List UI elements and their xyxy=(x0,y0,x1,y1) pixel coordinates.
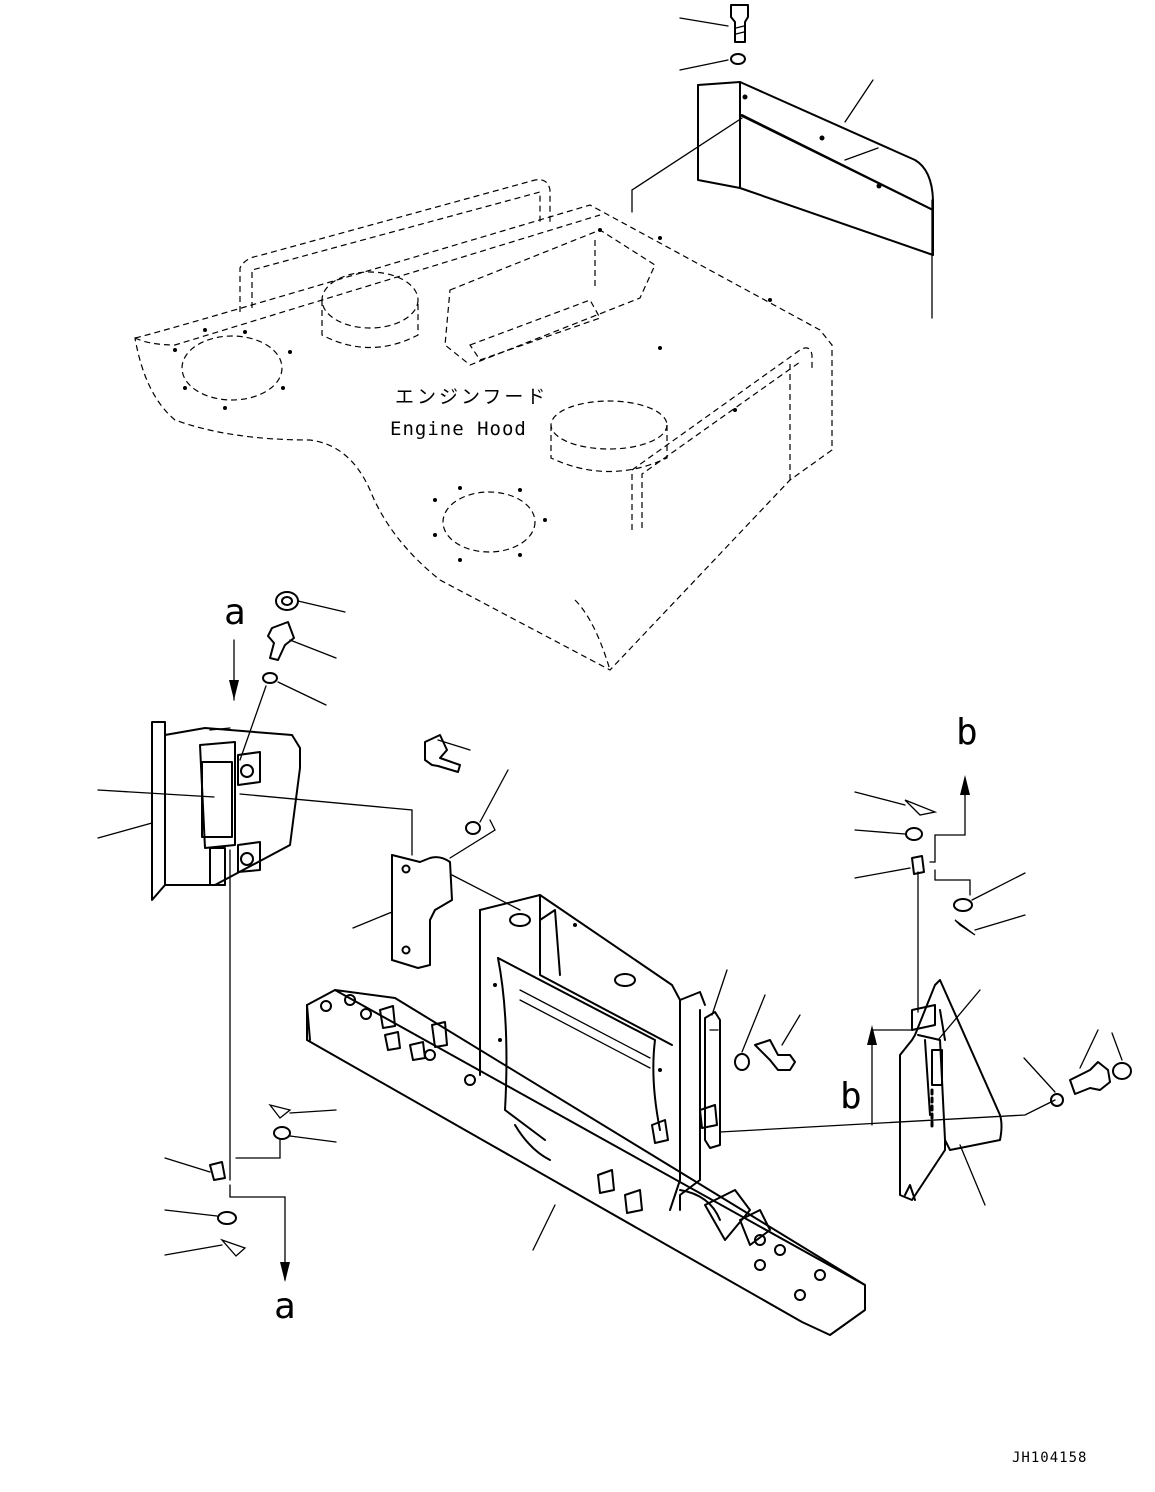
hood-label-jp: エンジンフード xyxy=(395,386,548,408)
washer-top xyxy=(679,53,746,71)
bolt-right xyxy=(1023,1029,1132,1107)
ref-label-b-side: b xyxy=(840,1076,862,1117)
ref-label-a-top: a xyxy=(224,592,246,633)
engine-hood xyxy=(134,179,833,671)
hood-side-cover xyxy=(631,79,934,319)
pin-assembly-right: b b xyxy=(840,712,1026,1126)
ref-label-b-top: b xyxy=(956,712,978,753)
drawing-number: JH104158 xyxy=(1012,1450,1087,1466)
left-panel-assembly xyxy=(97,721,301,901)
ref-label-a-bottom: a xyxy=(274,1286,296,1327)
hood-label-en: Engine Hood xyxy=(390,418,527,440)
bolt-left xyxy=(239,591,346,761)
center-bracket xyxy=(239,793,521,969)
frame-structure xyxy=(306,894,866,1336)
ref-arrow-a: a a xyxy=(224,592,296,1327)
bolt-top xyxy=(679,4,749,43)
right-strip-bracket xyxy=(704,969,1056,1149)
bolt-center xyxy=(424,734,509,835)
pin-assembly-left xyxy=(164,1103,337,1257)
right-cover-bracket xyxy=(899,979,1003,1206)
